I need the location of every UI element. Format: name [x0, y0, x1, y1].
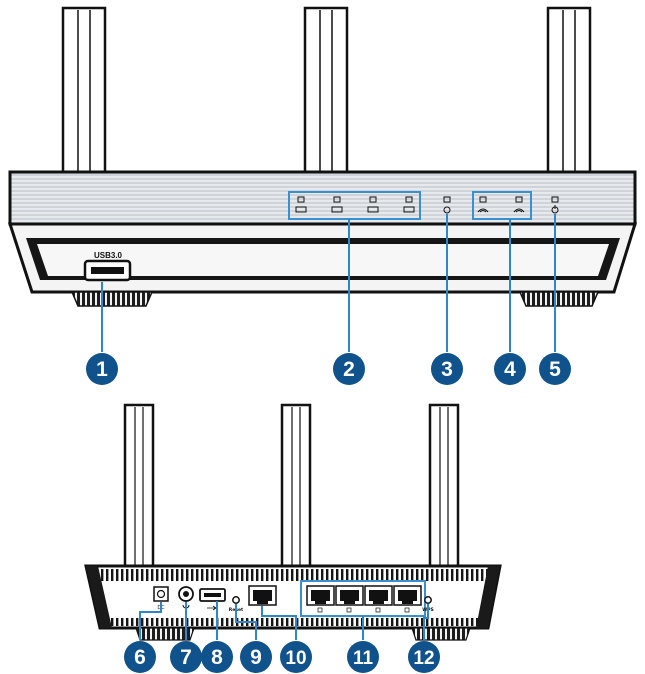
- callout-number: 7: [180, 646, 192, 669]
- usb3-port-label: USB3.0: [94, 251, 123, 260]
- led-lan-4: [403, 196, 415, 213]
- rear-vents-bottom: [104, 618, 484, 626]
- callout-number: 3: [441, 358, 453, 381]
- callout-number: 5: [549, 358, 561, 381]
- led-wifi-2g: [477, 196, 489, 213]
- led-group-box-lan: [288, 191, 421, 220]
- callout-3: 3: [431, 353, 463, 385]
- lan-port-1: [306, 585, 335, 613]
- callout-6: 6: [124, 641, 156, 673]
- rear-vents-top: [92, 569, 494, 581]
- led-wifi-5g: [513, 196, 525, 213]
- callout-number: 10: [285, 648, 306, 669]
- callout-number: 4: [504, 358, 516, 381]
- callout-circle: [431, 353, 463, 385]
- callout-number: 6: [134, 646, 146, 669]
- callout-number: 12: [413, 648, 434, 669]
- usb3-port: USB3.0: [83, 251, 132, 282]
- callout-7: 7: [170, 641, 202, 673]
- callout-5: 5: [539, 353, 571, 385]
- led-lan-1: [295, 196, 307, 213]
- antenna-middle: [303, 6, 349, 180]
- rear-leader-lines: [139, 601, 429, 640]
- callout-circle: [280, 641, 312, 673]
- callout-4: 4: [494, 353, 526, 385]
- callout-circle: [170, 641, 202, 673]
- rear-side-right: [476, 566, 500, 628]
- callout-1: 1: [86, 353, 118, 385]
- callout-number: 8: [211, 646, 223, 669]
- usb2-port: [199, 588, 226, 611]
- callout-circle: [124, 641, 156, 673]
- callout-2: 2: [333, 353, 365, 385]
- led-wan: [443, 196, 451, 214]
- callout-circle: [347, 641, 379, 673]
- callout-circle: [494, 353, 526, 385]
- callout-circle: [240, 641, 272, 673]
- callout-number: 11: [353, 648, 374, 669]
- led-indicators: [295, 196, 559, 214]
- callout-circle: [408, 641, 440, 673]
- callout-10: 10: [280, 641, 312, 673]
- front-view: USB3.0: [7, 6, 638, 352]
- lan-port-2: [335, 585, 364, 613]
- callout-12: 12: [408, 641, 440, 673]
- front-antennas: [61, 6, 592, 180]
- lan-ports: [306, 585, 422, 613]
- callout-circle: [539, 353, 571, 385]
- callout-circle: [86, 353, 118, 385]
- front-top-panel: [8, 170, 637, 226]
- lan-port-3: [364, 585, 393, 613]
- wan-port: [248, 585, 277, 606]
- callout-circle: [201, 641, 233, 673]
- led-lan-2: [331, 196, 343, 213]
- callout-number: 2: [343, 358, 355, 381]
- callout-circle: [333, 353, 365, 385]
- antenna-right: [546, 6, 592, 180]
- antenna-left: [61, 6, 107, 180]
- rear-view: DC Reset WPS: [84, 403, 502, 641]
- power-button: [178, 586, 194, 609]
- callout-8: 8: [201, 641, 233, 673]
- callout-9: 9: [240, 641, 272, 673]
- callout-11: 11: [347, 641, 379, 673]
- front-leader-lines: [101, 214, 556, 352]
- callout-number: 1: [96, 358, 108, 381]
- led-power: [551, 196, 559, 214]
- lan-port-4: [393, 585, 422, 613]
- front-feet: [70, 291, 600, 307]
- callout-number: 9: [250, 646, 262, 669]
- led-lan-3: [367, 196, 379, 213]
- led-group-box-wifi: [472, 191, 532, 220]
- rear-side-left: [86, 566, 112, 628]
